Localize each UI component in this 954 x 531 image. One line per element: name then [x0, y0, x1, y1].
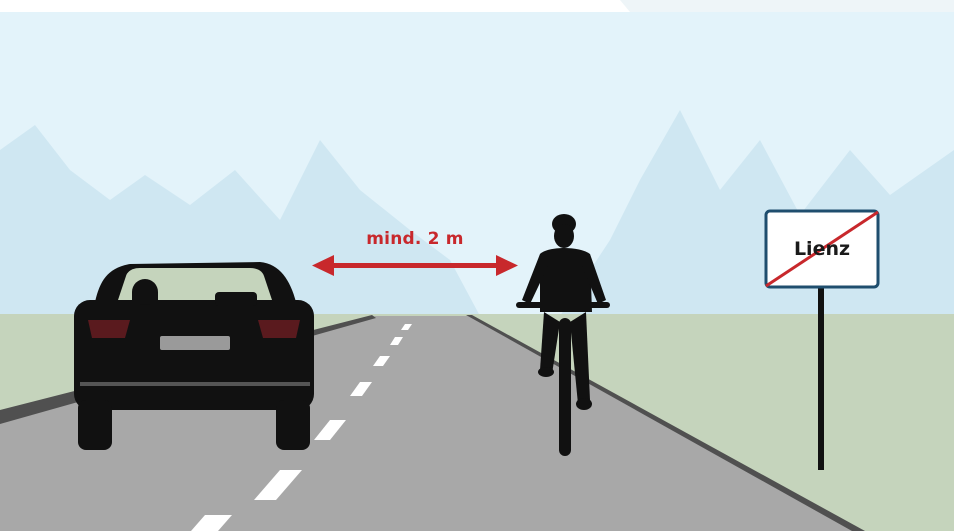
sign-post: [818, 286, 824, 470]
distance-label: mind. 2 m: [360, 229, 470, 249]
top-band-accent: [620, 0, 954, 12]
town-sign-text: Lienz: [766, 238, 878, 260]
